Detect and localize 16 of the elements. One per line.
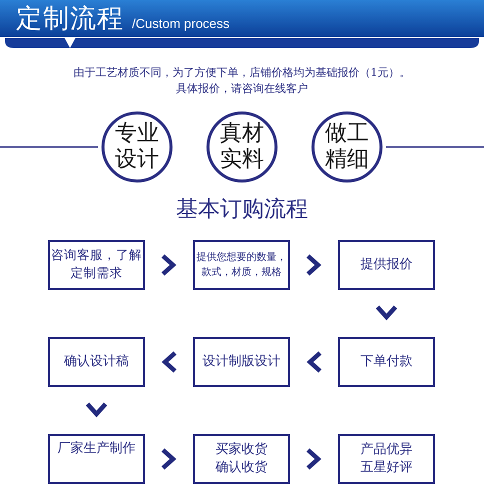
step-box: 咨询客服，了解定制需求 [48,240,145,290]
step-box: 产品优异五星好评 [338,434,435,484]
step-box: 确认设计稿 [48,337,145,387]
step-box: 厂家生产制作 [48,434,145,484]
notice-text: 由于工艺材质不同，为了方便下单，店铺价格均为基础报价（1元）。具体报价，请咨询在线客户 [72,65,412,97]
step-box: 下单付款 [338,337,435,387]
circle-badge: 专业设计 [101,111,173,183]
title: 定制流程 [16,4,124,34]
circle-badge: 做工精细 [311,111,383,183]
circle-badge: 真材实料 [206,111,278,183]
subtitle: /Custom process [132,16,230,32]
step-box: 买家收货确认收货 [193,434,290,484]
step-box: 提供报价 [338,240,435,290]
step-box: 设计制版设计 [193,337,290,387]
step-box: 提供您想要的数量，款式，材质，规格 [193,240,290,290]
section-heading: 基本订购流程 [175,196,309,224]
